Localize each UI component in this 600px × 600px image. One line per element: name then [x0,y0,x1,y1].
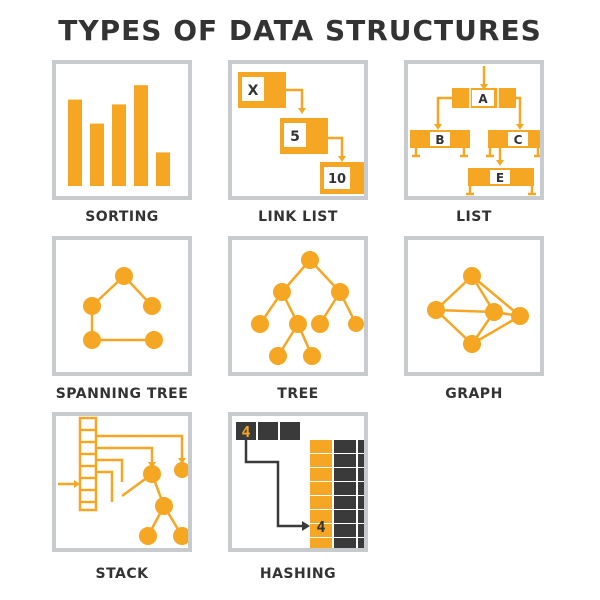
caption-hashing: HASHING [259,566,337,582]
link-list-panel: X 5 10 [228,60,368,200]
hash-cell [334,496,356,509]
stack-panel [52,412,192,552]
hash-slot-value: 4 [316,518,325,536]
hash-cell [358,510,364,523]
list-panel: A B C E [404,60,544,200]
hash-cell [334,440,356,453]
hash-cell [310,510,332,523]
bar-chart-icon [68,85,170,186]
graph-panel [404,236,544,376]
hash-cell [310,440,332,453]
caption-tree: TREE [277,386,319,402]
node-label-b: B [435,133,444,147]
caption-stack: STACK [95,566,149,582]
hash-table-icon: 4 4 [236,422,364,548]
sort-bar [68,99,82,186]
spanning-tree-icon [83,267,163,349]
hashing-panel: 4 4 [228,412,368,552]
spanning-tree-panel [52,236,192,376]
hash-key: 4 [241,423,250,441]
hash-cell [358,454,364,467]
hash-cell [310,496,332,509]
sort-bar [156,152,170,186]
hash-cell [310,468,332,481]
hash-cell [334,524,356,537]
hash-cell [334,538,356,548]
sort-bar [90,123,104,186]
caption-sorting: SORTING [85,209,159,225]
page-title: TYPES OF DATA STRUCTURES [58,14,542,47]
hash-cell [334,454,356,467]
hash-cell [310,538,332,548]
node-label-e: E [496,171,504,185]
hash-cell [334,510,356,523]
node-label-10: 10 [328,172,346,187]
sorting-panel [52,60,192,200]
caption-graph: GRAPH [445,386,503,402]
tree-icon [251,251,364,365]
node-label-c: C [514,133,523,147]
hash-cell [334,468,356,481]
node-label-a: A [478,92,488,106]
sort-bar [112,104,126,186]
hash-cell [358,440,364,453]
hash-cell [358,496,364,509]
caption-link-list: LINK LIST [258,209,338,225]
linked-list-icon: X 5 10 [238,72,364,194]
tree-panel [228,236,368,376]
node-label-x: X [248,83,259,99]
node-label-5: 5 [290,129,300,145]
hash-cell [358,468,364,481]
hash-cell [310,454,332,467]
graph-icon [427,267,529,353]
caption-list: LIST [456,209,492,225]
hash-cell [310,482,332,495]
list-hierarchy-icon: A B C E [410,66,540,196]
hash-cell [310,524,332,537]
caption-spanning-tree: SPANNING TREE [55,386,189,402]
stack-icon [58,416,188,545]
hash-cell [334,482,356,495]
hash-cell [358,538,364,548]
sort-bar [134,85,148,186]
hash-cell [358,524,364,537]
hash-cell [358,482,364,495]
